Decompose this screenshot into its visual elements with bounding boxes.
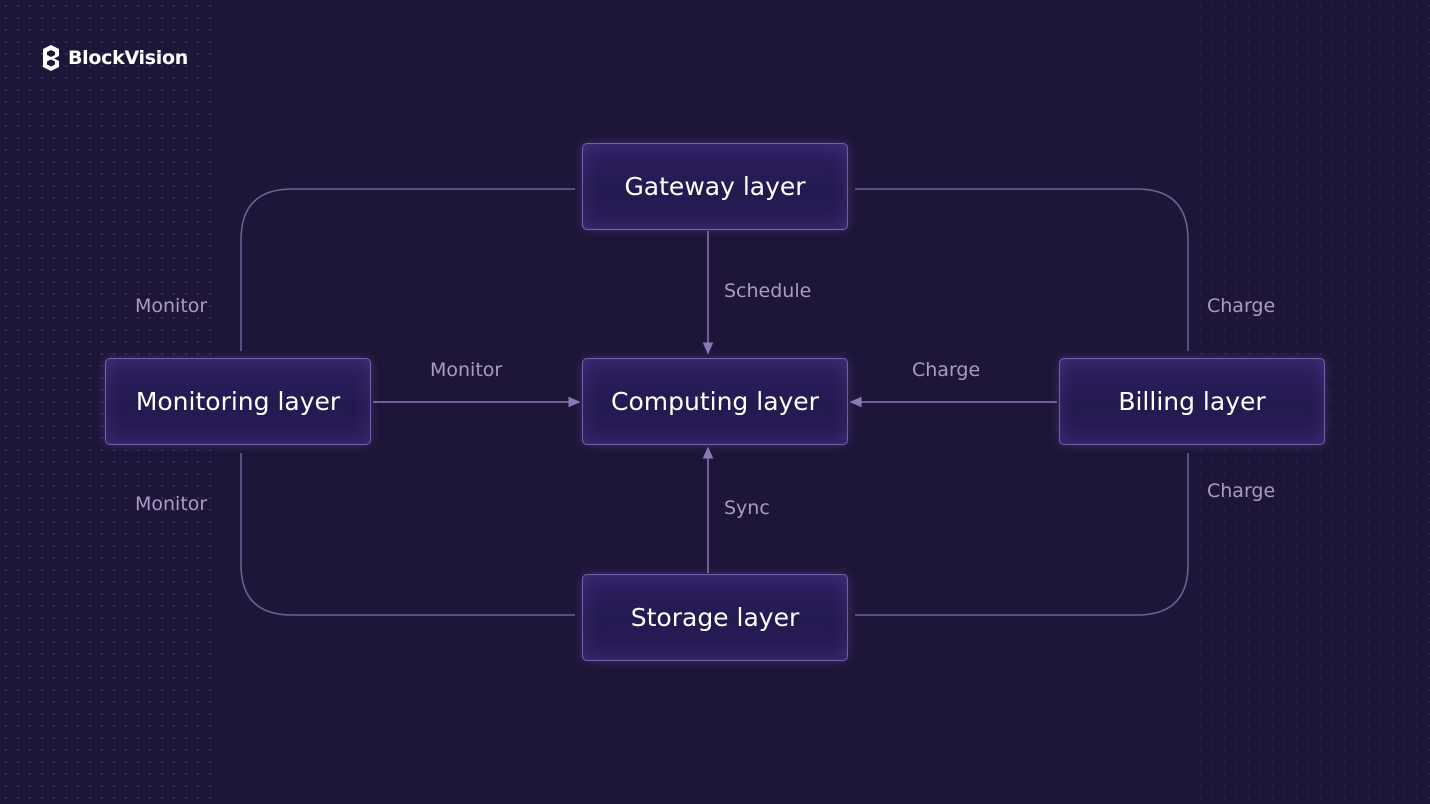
brand-logo: BlockVision — [42, 44, 188, 72]
blockvision-logo-icon — [43, 45, 59, 71]
connector-storage-billing — [855, 453, 1189, 616]
edge-label-schedule: Schedule — [724, 280, 812, 302]
node-computing-layer: Computing layer — [582, 358, 848, 445]
node-gateway-layer: Gateway layer — [582, 143, 848, 230]
node-monitoring-layer: Monitoring layer — [105, 358, 371, 445]
connector-monitoring-gateway — [240, 188, 575, 351]
edge-label-monitor-bottom: Monitor — [135, 493, 208, 515]
connector-gateway-billing — [855, 188, 1189, 351]
connector-monitoring-storage — [240, 453, 575, 616]
node-billing-layer: Billing layer — [1059, 358, 1325, 445]
edge-label-sync: Sync — [724, 497, 770, 519]
edge-label-monitor-top: Monitor — [135, 295, 208, 317]
edge-label-charge-top: Charge — [1207, 295, 1276, 317]
edge-label-charge-bottom: Charge — [1207, 480, 1276, 502]
brand-name: BlockVision — [68, 47, 188, 69]
edge-label-charge-center: Charge — [912, 359, 981, 381]
edge-label-monitor-center: Monitor — [430, 359, 503, 381]
node-storage-layer: Storage layer — [582, 574, 848, 661]
